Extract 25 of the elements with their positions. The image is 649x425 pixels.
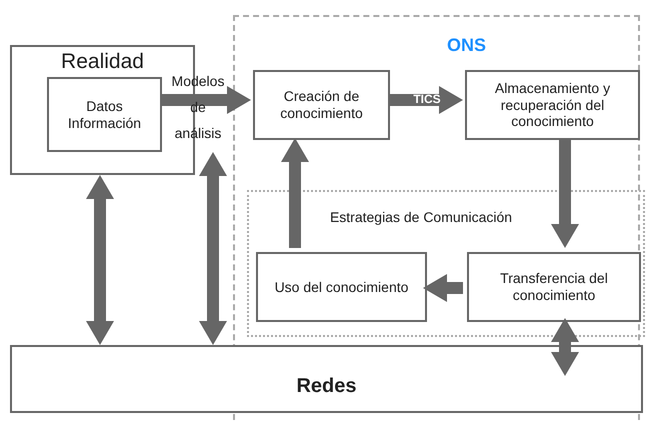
- block-arrow: [86, 175, 114, 345]
- process-box: [467, 252, 641, 322]
- process-box: [465, 70, 640, 140]
- block-arrow: [199, 152, 227, 345]
- heading: ONS: [446, 35, 486, 57]
- block-arrow: [551, 318, 579, 376]
- box-label: Datos Información: [66, 98, 142, 132]
- box-label: Almacenamiento y recuperación del conocimiento: [494, 80, 612, 130]
- process-box: [47, 77, 162, 152]
- dotted-group-box: [247, 190, 645, 337]
- box-label: Uso del conocimiento: [274, 278, 410, 296]
- block-arrow: [388, 86, 463, 114]
- heading: Realidad: [61, 49, 144, 74]
- block-arrow: [160, 86, 251, 114]
- process-box: [253, 70, 390, 140]
- block-arrow: [281, 138, 309, 248]
- process-box: [256, 252, 427, 322]
- block-arrow: [551, 138, 579, 248]
- heading: Estrategias de Comunicación: [330, 209, 512, 226]
- edge-label: TICS: [412, 92, 442, 106]
- heading: Redes: [296, 374, 357, 398]
- wide-band-box: [10, 345, 643, 413]
- box-label: Transferencia del conocimiento: [499, 270, 609, 304]
- box-label: Creación de conocimiento: [279, 88, 364, 122]
- block-arrow: [423, 274, 463, 302]
